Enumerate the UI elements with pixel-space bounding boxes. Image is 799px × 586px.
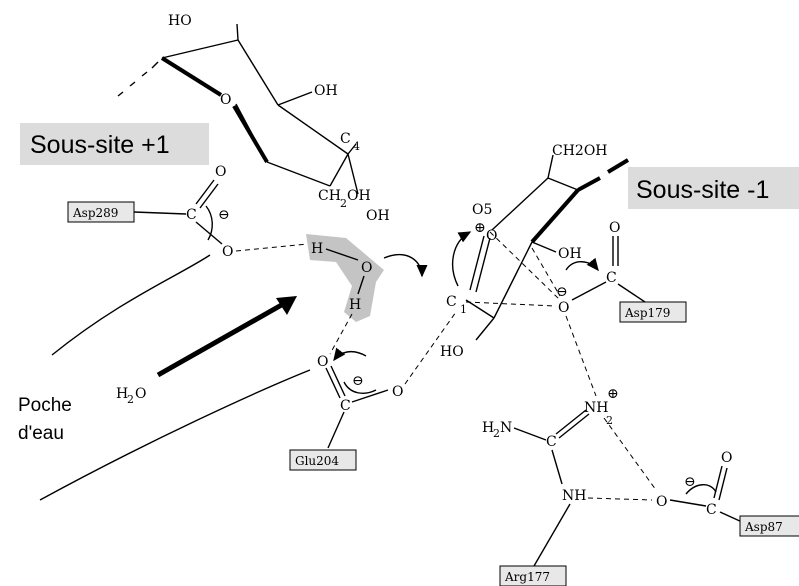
asp87-minus: ⊖: [684, 474, 696, 490]
glu204-o-top: O: [317, 354, 328, 370]
svg-text:NH: NH: [584, 400, 608, 416]
svg-text:2: 2: [493, 427, 500, 440]
asp87-o-left: O: [656, 494, 667, 510]
water-entry-arrow: [156, 300, 287, 378]
arg177-nh2-label: NH 2: [584, 400, 613, 427]
arg177-plus: ⊕: [607, 386, 619, 402]
asp179-box: [619, 301, 687, 323]
sugar-ring-plus1: [117, 23, 359, 195]
asp289-bond: [133, 211, 187, 215]
ring2-ho-label: HO: [440, 344, 464, 360]
asp87-box: [739, 515, 799, 537]
svg-text:N: N: [500, 420, 512, 436]
ring2-oh-label: OH: [558, 246, 582, 262]
glu204-resonance-arc: [343, 381, 377, 394]
svg-text:H: H: [482, 420, 494, 436]
water-bond-1: [325, 248, 359, 261]
hbond-glu204-c1: [404, 311, 457, 385]
water-bond-2: [357, 275, 365, 295]
svg-text:O: O: [135, 386, 146, 402]
hbond-c1-asp179: [465, 301, 557, 307]
pocket-water: H 2 O: [116, 386, 146, 406]
ring1-ho-label: HO: [168, 13, 192, 29]
glu204-o-right: O: [392, 384, 403, 400]
asp179-minus: ⊖: [556, 284, 568, 300]
glu204-box: [289, 449, 357, 471]
asp87-o-top: O: [721, 450, 732, 466]
hbond-asp179-arg177: [565, 315, 597, 397]
svg-text:1: 1: [460, 303, 467, 316]
svg-text:2: 2: [340, 197, 347, 210]
svg-text:4: 4: [353, 140, 360, 153]
arg177-nh: NH: [562, 488, 586, 504]
ring2-o5-atom: O: [486, 228, 497, 244]
asp289-resonance-arc: [205, 205, 213, 241]
subsite-plus1-label: Sous-site +1: [30, 131, 170, 159]
hbond-arg-nh-asp87: [587, 497, 653, 501]
ring1-c4-label: C 4: [340, 131, 360, 153]
ring1-oh-label: OH: [314, 83, 338, 99]
arg177-box: [499, 565, 567, 586]
asp87-carbon: C: [706, 502, 717, 518]
arg177-carbon: C: [546, 434, 557, 450]
glu204-carbon: C: [340, 398, 351, 414]
asp179-o-left: O: [558, 300, 569, 316]
pocket-lower-wall: [39, 369, 311, 501]
svg-text:H: H: [116, 386, 128, 402]
hbond-asp289-water: [235, 243, 309, 252]
glu204-label: Glu204: [295, 454, 339, 468]
asp289-o-top: O: [215, 164, 226, 180]
asp179-label: Asp179: [624, 306, 670, 320]
water-highlight: [306, 234, 384, 322]
ring1-oh2-label: OH: [366, 208, 390, 224]
asp289-label: Asp289: [72, 206, 118, 220]
ring2-ch2oh-label: CH2OH: [552, 143, 608, 159]
ring1-ch2oh-label: CH 2 OH: [318, 188, 371, 210]
water-pocket-label-2: d'eau: [18, 423, 64, 444]
svg-text:C: C: [446, 294, 457, 310]
asp289-o-bottom: O: [222, 244, 233, 260]
ring1-oxygen: O: [220, 92, 231, 108]
svg-text:2: 2: [127, 393, 134, 406]
asp289-minus: ⊖: [218, 207, 230, 223]
o5-electron-arrow: [451, 231, 472, 287]
asp179-arrow: [565, 257, 599, 272]
subsite-minus1-label: Sous-site -1: [636, 176, 769, 204]
hbond-o5-asp179: [489, 231, 561, 301]
glu204-minus: ⊖: [352, 373, 364, 389]
svg-text:CH: CH: [318, 188, 341, 204]
svg-text:C: C: [340, 131, 351, 147]
asp179-o-top: O: [609, 220, 620, 236]
asp289-carbon: C: [186, 207, 197, 223]
water-attack-arrow: [383, 253, 428, 278]
arg177-label: Arg177: [504, 570, 550, 584]
glu204-proton-arrow: [333, 347, 367, 362]
hbond-arg-nh2-asp87: [603, 417, 657, 491]
water-h-bottom: H: [349, 297, 361, 313]
arg177-h2n-label: H 2 N: [482, 420, 512, 440]
asp179-carbon: C: [606, 270, 617, 286]
ring2-o5-plus: ⊕: [474, 220, 486, 236]
subsite-plus1-bg: [20, 123, 209, 165]
svg-text:2: 2: [606, 414, 613, 427]
water-pocket-label-1: Poche: [18, 395, 72, 416]
ring2-o5-label: O5: [472, 202, 492, 218]
water-h-top: H: [311, 241, 323, 257]
subsite-minus1-bg: [628, 167, 799, 209]
hbond-water-glu204: [329, 313, 353, 355]
hbond-c2-asp179: [531, 247, 561, 297]
sugar-ring-minus1: [465, 154, 630, 341]
water-oxygen: O: [361, 260, 372, 276]
asp87-resonance-arc: [685, 484, 717, 495]
pocket-upper-wall: [51, 254, 211, 356]
asp87-label: Asp87: [744, 520, 783, 534]
svg-text:OH: OH: [347, 188, 371, 204]
water-entry-arrowhead: [276, 296, 297, 315]
ring2-c1-label: C 1: [446, 294, 467, 316]
